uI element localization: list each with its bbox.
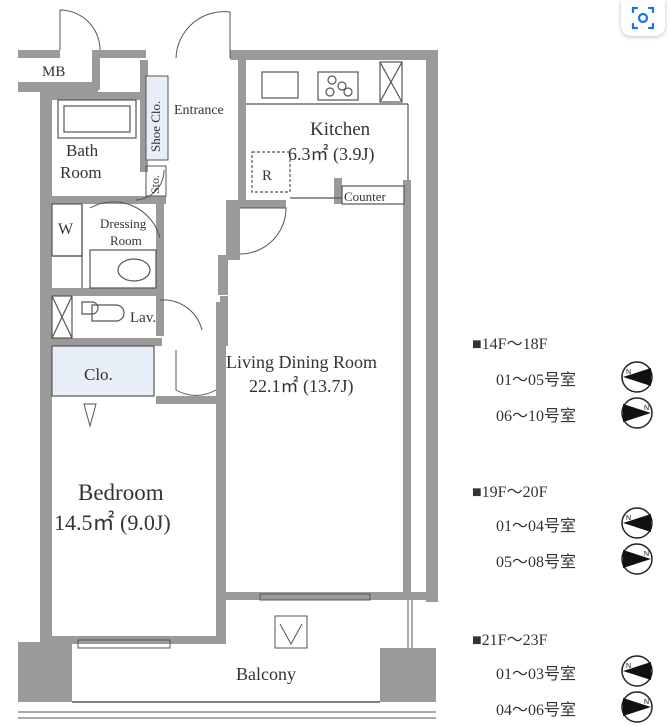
balcony-area: [18, 600, 436, 719]
entrance-label: Entrance: [174, 103, 224, 118]
legend-row-label: 01〜05号室: [496, 372, 577, 389]
floor-plan: MB Shoe Clo. Entrance Kitchen 6.3㎡ (3.9J…: [18, 9, 438, 719]
balcony-storage: [274, 615, 308, 649]
living-room-label: Living Dining Room: [226, 352, 377, 372]
legend-floors-19-20: ■19F〜20F: [472, 484, 548, 501]
bath-label-line1: Bath: [66, 141, 99, 160]
lens-scan-button[interactable]: [621, 0, 665, 36]
north-arrow-icon: N: [621, 655, 653, 687]
legend-row-label: 01〜04号室: [496, 518, 577, 535]
svg-text:N: N: [626, 369, 631, 376]
north-arrow-icon: N: [621, 691, 653, 723]
north-arrow-icon: N: [621, 507, 653, 539]
dressing-label-line2: Room: [110, 233, 142, 248]
lavatory-label: Lav.: [130, 310, 156, 326]
svg-text:N: N: [644, 699, 649, 706]
legend-row-label: 01〜03号室: [496, 666, 577, 683]
kitchen-label: Kitchen: [310, 119, 371, 140]
bedroom-area: 14.5㎡ (9.0J): [54, 510, 171, 535]
legend-floors-21-23: ■21F〜23F: [472, 632, 548, 649]
washer-label: W: [58, 221, 74, 238]
windows: [77, 593, 371, 649]
bedroom-label: Bedroom: [78, 480, 164, 505]
balcony-label: Balcony: [236, 664, 296, 684]
counter-label: Counter: [344, 189, 387, 204]
north-arrow-icon: N: [621, 543, 653, 575]
legend-row-label: 06〜10号室: [496, 408, 577, 425]
storage-box: [145, 165, 167, 197]
kitchen-area: 6.3㎡ (3.9J): [288, 143, 375, 165]
refrigerator-label: R: [262, 168, 272, 184]
walls: [18, 50, 438, 644]
svg-text:N: N: [644, 551, 649, 558]
living-room-area: 22.1㎡ (13.7J): [249, 375, 354, 397]
svg-text:N: N: [626, 515, 631, 522]
legend-floors-14-18: ■14F〜18F: [472, 336, 548, 353]
north-arrow-icon: N: [621, 397, 653, 429]
mb-label: MB: [42, 64, 65, 80]
storage-label: Sto.: [148, 175, 162, 194]
balcony-storage-mark: [279, 623, 303, 646]
shoe-closet-label: Shoe Clo.: [148, 101, 163, 152]
legend-row-label: 05〜08号室: [496, 554, 577, 571]
sanitary-fixtures: [51, 203, 157, 339]
closet-label: Clo.: [84, 365, 113, 384]
door-swings: [59, 9, 287, 396]
bathtub: [57, 99, 137, 139]
kitchen-fixtures: [246, 61, 409, 205]
svg-text:N: N: [644, 405, 649, 412]
shoe-closet-box: [145, 75, 169, 161]
dressing-label-line1: Dressing: [100, 216, 147, 231]
lens-scan-icon: [631, 6, 655, 30]
north-arrow-icon: N: [621, 361, 653, 393]
closet-door-arrow: [83, 403, 97, 428]
bath-label-line2: Room: [60, 163, 102, 182]
legend-row-label: 04〜06号室: [496, 702, 577, 719]
svg-text:N: N: [626, 663, 631, 670]
closet-box: [51, 345, 155, 397]
